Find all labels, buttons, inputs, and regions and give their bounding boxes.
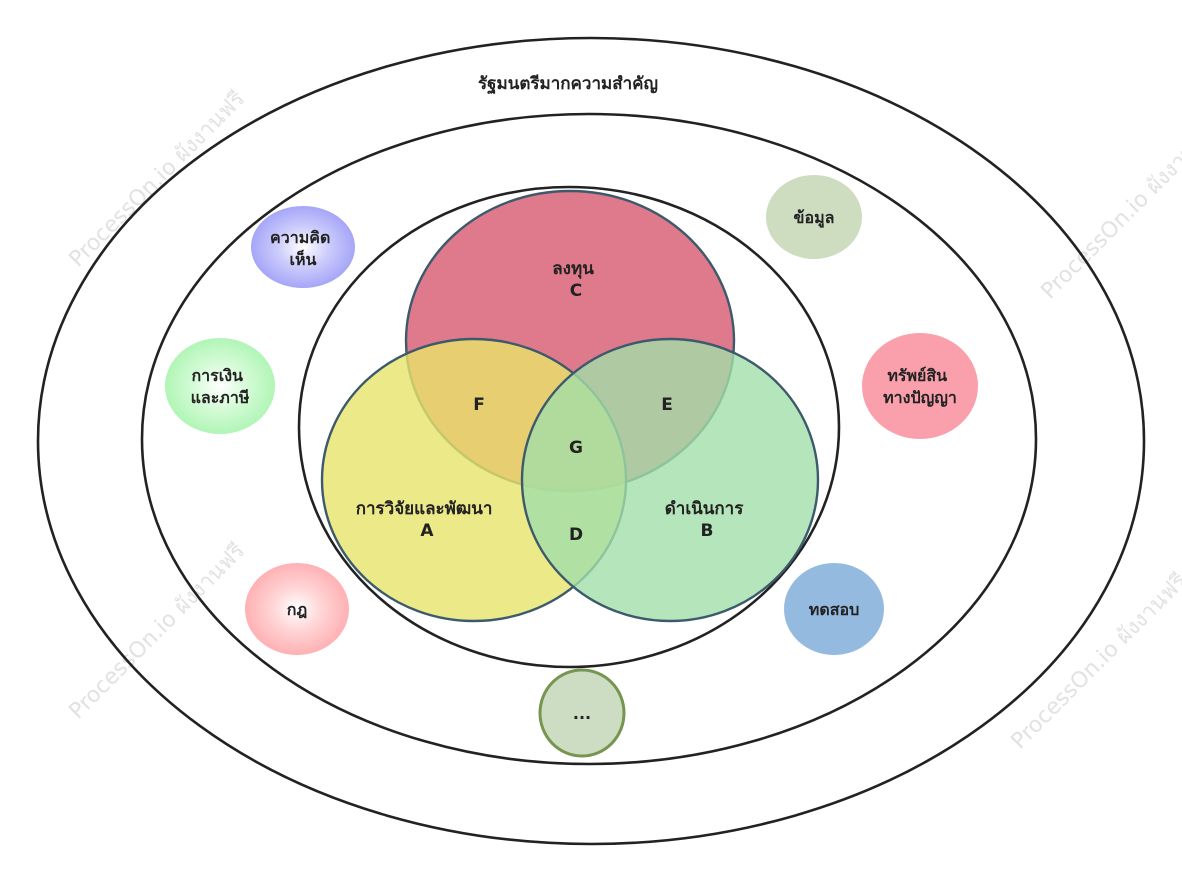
venn-circles xyxy=(320,189,820,623)
circle-b-label-line1: ดำเนินการ xyxy=(665,499,744,519)
bubble-finance-tax-label: การเงิน และภาษี xyxy=(191,366,250,407)
bubble-finance-tax-line1: การเงิน xyxy=(191,366,243,385)
bubble-law-shape xyxy=(245,563,349,655)
bubble-finance-tax-shape xyxy=(165,338,275,434)
bubble-ip-shape xyxy=(862,333,978,439)
bubble-ip-label: ทรัพย์สิน ทางปัญญา xyxy=(883,366,957,408)
inner-ring xyxy=(297,185,841,669)
circle-b-label: ดำเนินการ B xyxy=(665,499,750,541)
bubble-opinion: ความคิด เห็น xyxy=(251,206,355,288)
bubble-data-label: ข้อมูล xyxy=(794,208,835,229)
venn-circle-b xyxy=(520,337,820,623)
watermark-text-1: ProcessOn.io ผังงานฟรี xyxy=(65,87,251,273)
overlap-f-label: F xyxy=(473,395,485,415)
bubble-ip-line1: ทรัพย์สิน xyxy=(887,366,947,385)
bubble-more-shape xyxy=(538,668,626,758)
outer-ring xyxy=(36,36,1146,846)
bubble-data: ข้อมูล xyxy=(766,175,862,259)
overlap-g-label: G xyxy=(569,438,583,458)
circle-a-label-line2: A xyxy=(420,521,434,541)
overlap-d-label: D xyxy=(569,525,583,545)
bubble-test-shape xyxy=(784,563,884,655)
circle-c-label-line2: C xyxy=(570,281,582,301)
circle-c-label-line1: ลงทุน xyxy=(552,259,594,279)
circle-a-label-line1: การวิจัยและพัฒนา xyxy=(356,499,493,519)
bubble-opinion-shape xyxy=(251,206,355,288)
overlap-e-label: E xyxy=(661,395,673,415)
outer-ring-title: รัฐมนตรีมากความสำคัญ xyxy=(478,73,658,95)
watermark-text-3: ProcessOn.io ผังงานฟรี xyxy=(1037,119,1182,305)
watermark-text-4: ProcessOn.io ผังงานฟรี xyxy=(1007,569,1182,755)
bubble-finance-tax: การเงิน และภาษี xyxy=(165,338,275,434)
bubble-ip-line2: ทางปัญญา xyxy=(883,388,957,408)
circle-a-label: การวิจัยและพัฒนา A xyxy=(356,499,499,541)
bubble-opinion-line2: เห็น xyxy=(290,248,317,269)
bubble-more: ... xyxy=(538,668,626,758)
circle-b-label-line2: B xyxy=(701,521,714,541)
bubble-test: ทดสอบ xyxy=(784,563,884,655)
bubble-law-label: กฎ xyxy=(287,600,307,619)
bubble-opinion-line1: ความคิด xyxy=(270,228,330,247)
bubble-opinion-label: ความคิด เห็น xyxy=(270,228,336,269)
bubble-data-shape xyxy=(766,175,862,259)
bubble-test-label: ทดสอบ xyxy=(809,600,859,619)
bubble-finance-tax-line2: และภาษี xyxy=(191,388,250,407)
circle-c-label: ลงทุน C xyxy=(552,259,599,301)
middle-ring xyxy=(140,112,1038,766)
bubble-law: กฎ xyxy=(245,563,349,655)
bubble-ip: ทรัพย์สิน ทางปัญญา xyxy=(862,333,978,439)
bubble-more-label: ... xyxy=(573,704,591,723)
watermark-text-2: ProcessOn.io ผังงานฟรี xyxy=(65,539,251,725)
